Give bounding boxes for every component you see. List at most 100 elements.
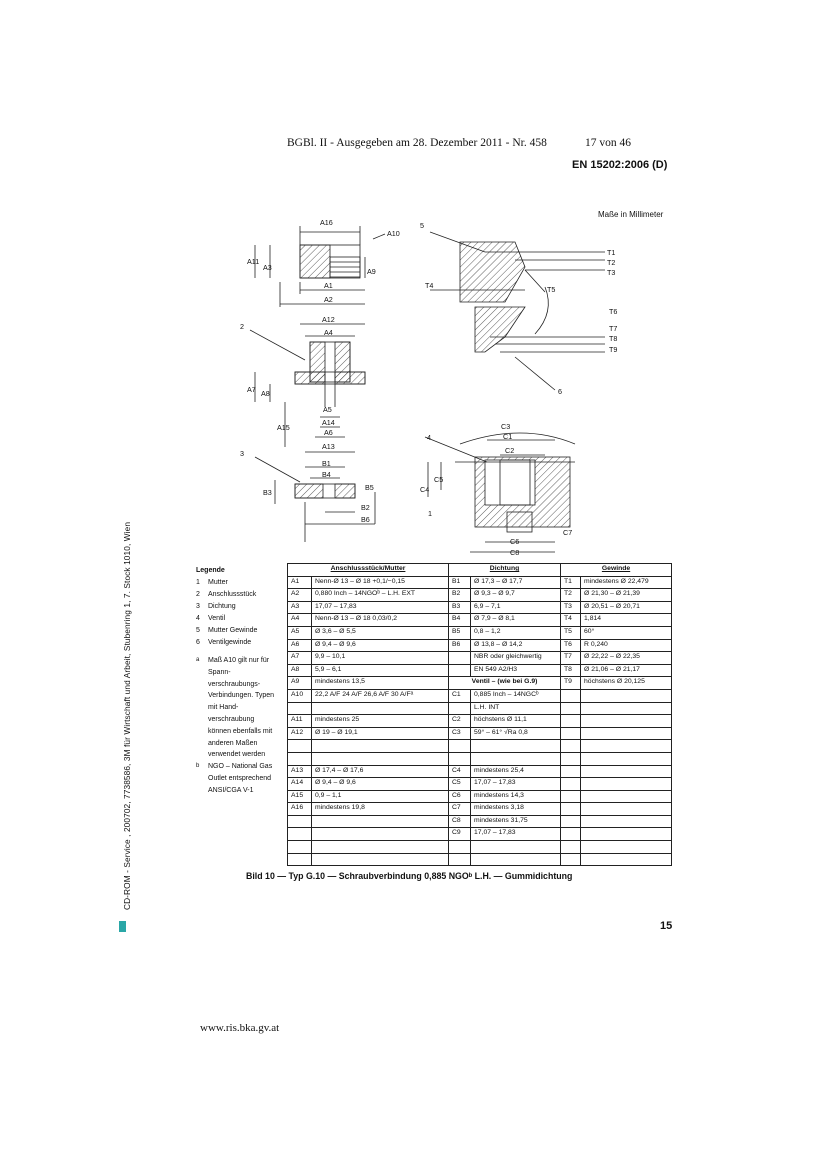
label-B4: B4 <box>322 470 331 479</box>
label-A15: A15 <box>277 423 290 432</box>
label-C3: C3 <box>501 422 510 431</box>
table-cell: 5,9 – 6,1 <box>310 663 450 678</box>
table-cell: T4 <box>560 613 582 627</box>
table-cell: A12 <box>287 726 312 741</box>
table-cell <box>560 764 582 779</box>
table-cell <box>470 739 562 753</box>
note-line: Verbindungen. Typen <box>208 692 275 700</box>
table-cell: 17,07 – 17,83 <box>310 600 450 615</box>
table-cell: A2 <box>287 588 312 602</box>
table-cell <box>580 827 673 842</box>
table-cell <box>310 739 450 753</box>
table-cell: EN 549 A2/H3 <box>470 663 562 678</box>
label-A12: A12 <box>322 315 335 324</box>
note-line: Spann- <box>208 668 231 676</box>
legend-item-number: 5 <box>196 627 200 634</box>
table-cell <box>560 852 582 867</box>
table-cell: 9,9 – 10,1 <box>310 651 450 665</box>
table-cell: A5 <box>287 625 312 640</box>
table-row <box>287 840 673 854</box>
note-line: Maß A10 gilt nur für <box>208 657 270 664</box>
label-B5: B5 <box>365 483 374 492</box>
table-cell: B2 <box>448 588 472 602</box>
label-A6: A6 <box>324 428 333 437</box>
table-cell <box>448 701 472 716</box>
table-cell: mindestens 14,3 <box>470 789 562 804</box>
table-cell: A8 <box>287 663 312 678</box>
table-cell <box>448 663 472 678</box>
table-cell <box>287 701 312 716</box>
label-A14: A14 <box>322 418 335 427</box>
table-cell: C8 <box>448 814 472 829</box>
table-cell <box>310 701 450 716</box>
table-cell: Ø 9,4 – Ø 9,6 <box>310 638 450 653</box>
table-cell <box>287 814 312 829</box>
table-cell <box>470 852 562 867</box>
table-cell: 0,8 – 1,2 <box>470 625 562 640</box>
table-cell <box>580 852 673 867</box>
table-cell <box>310 751 450 766</box>
table-cell: B4 <box>448 613 472 627</box>
table-cell: A14 <box>287 777 312 791</box>
table-cell <box>580 789 673 804</box>
table-cell: 0,885 Inch – 14NGCᵇ <box>470 688 562 703</box>
header-anschluss: Anschlussstück/Mutter <box>286 563 450 577</box>
table-cell: Ø 22,22 – Ø 22,35 <box>580 651 673 665</box>
table-cell: Ø 21,06 – Ø 21,17 <box>580 663 673 678</box>
table-cell <box>560 827 582 842</box>
label-C5: C5 <box>434 475 443 484</box>
table-cell: T1 <box>560 575 582 590</box>
label-C6: C6 <box>510 537 519 546</box>
table-cell: mindestens 19,8 <box>310 802 450 816</box>
table-cell: Nenn-Ø 13 – Ø 18 0,03/0,2 <box>310 613 450 627</box>
table-cell <box>448 840 472 854</box>
label-A5: A5 <box>323 405 332 414</box>
table-cell: Ø 20,51 – Ø 20,71 <box>580 600 673 615</box>
header-dichtung: Dichtung <box>448 563 562 577</box>
note-mark: b <box>196 763 200 770</box>
note-mark: a <box>196 657 200 663</box>
table-cell <box>470 840 562 854</box>
table-cell: 17,07 – 17,83 <box>470 827 562 842</box>
table-cell <box>448 651 472 665</box>
label-B3: B3 <box>263 488 272 497</box>
label-A1: A1 <box>324 281 333 290</box>
table-cell: R 0,240 <box>580 638 673 653</box>
table-row <box>287 852 673 867</box>
label-A4: A4 <box>324 328 333 337</box>
label-T3: T3 <box>607 268 615 277</box>
table-cell: T2 <box>560 588 582 602</box>
table-cell <box>470 751 562 766</box>
table-cell: C6 <box>448 789 472 804</box>
table-cell: A13 <box>287 764 312 779</box>
table-cell <box>580 714 673 728</box>
label-C1: C1 <box>503 432 512 441</box>
table-cell: 0,9 – 1,1 <box>310 789 450 804</box>
table-cell: A11 <box>287 714 312 728</box>
table-cell: 22,2 A/F 24 A/F 26,6 A/F 30 A/Fᵃ <box>310 688 450 703</box>
label-C2: C2 <box>505 446 514 455</box>
table-cell <box>560 739 582 753</box>
sidebar-watermark: CD-ROM - Service , 200702, 7738586, 3M f… <box>118 440 136 932</box>
table-cell: T7 <box>560 651 582 665</box>
note-line: mit Hand- <box>208 704 239 712</box>
label-4: 4 <box>427 433 431 442</box>
table-cell: 0,880 Inch – 14NGOᵇ – L.H. EXT <box>310 588 450 602</box>
table-cell: B5 <box>448 625 472 640</box>
table-cell <box>580 840 673 854</box>
table-cell: A15 <box>287 789 312 804</box>
note-line: anderen Maßen <box>208 739 258 747</box>
